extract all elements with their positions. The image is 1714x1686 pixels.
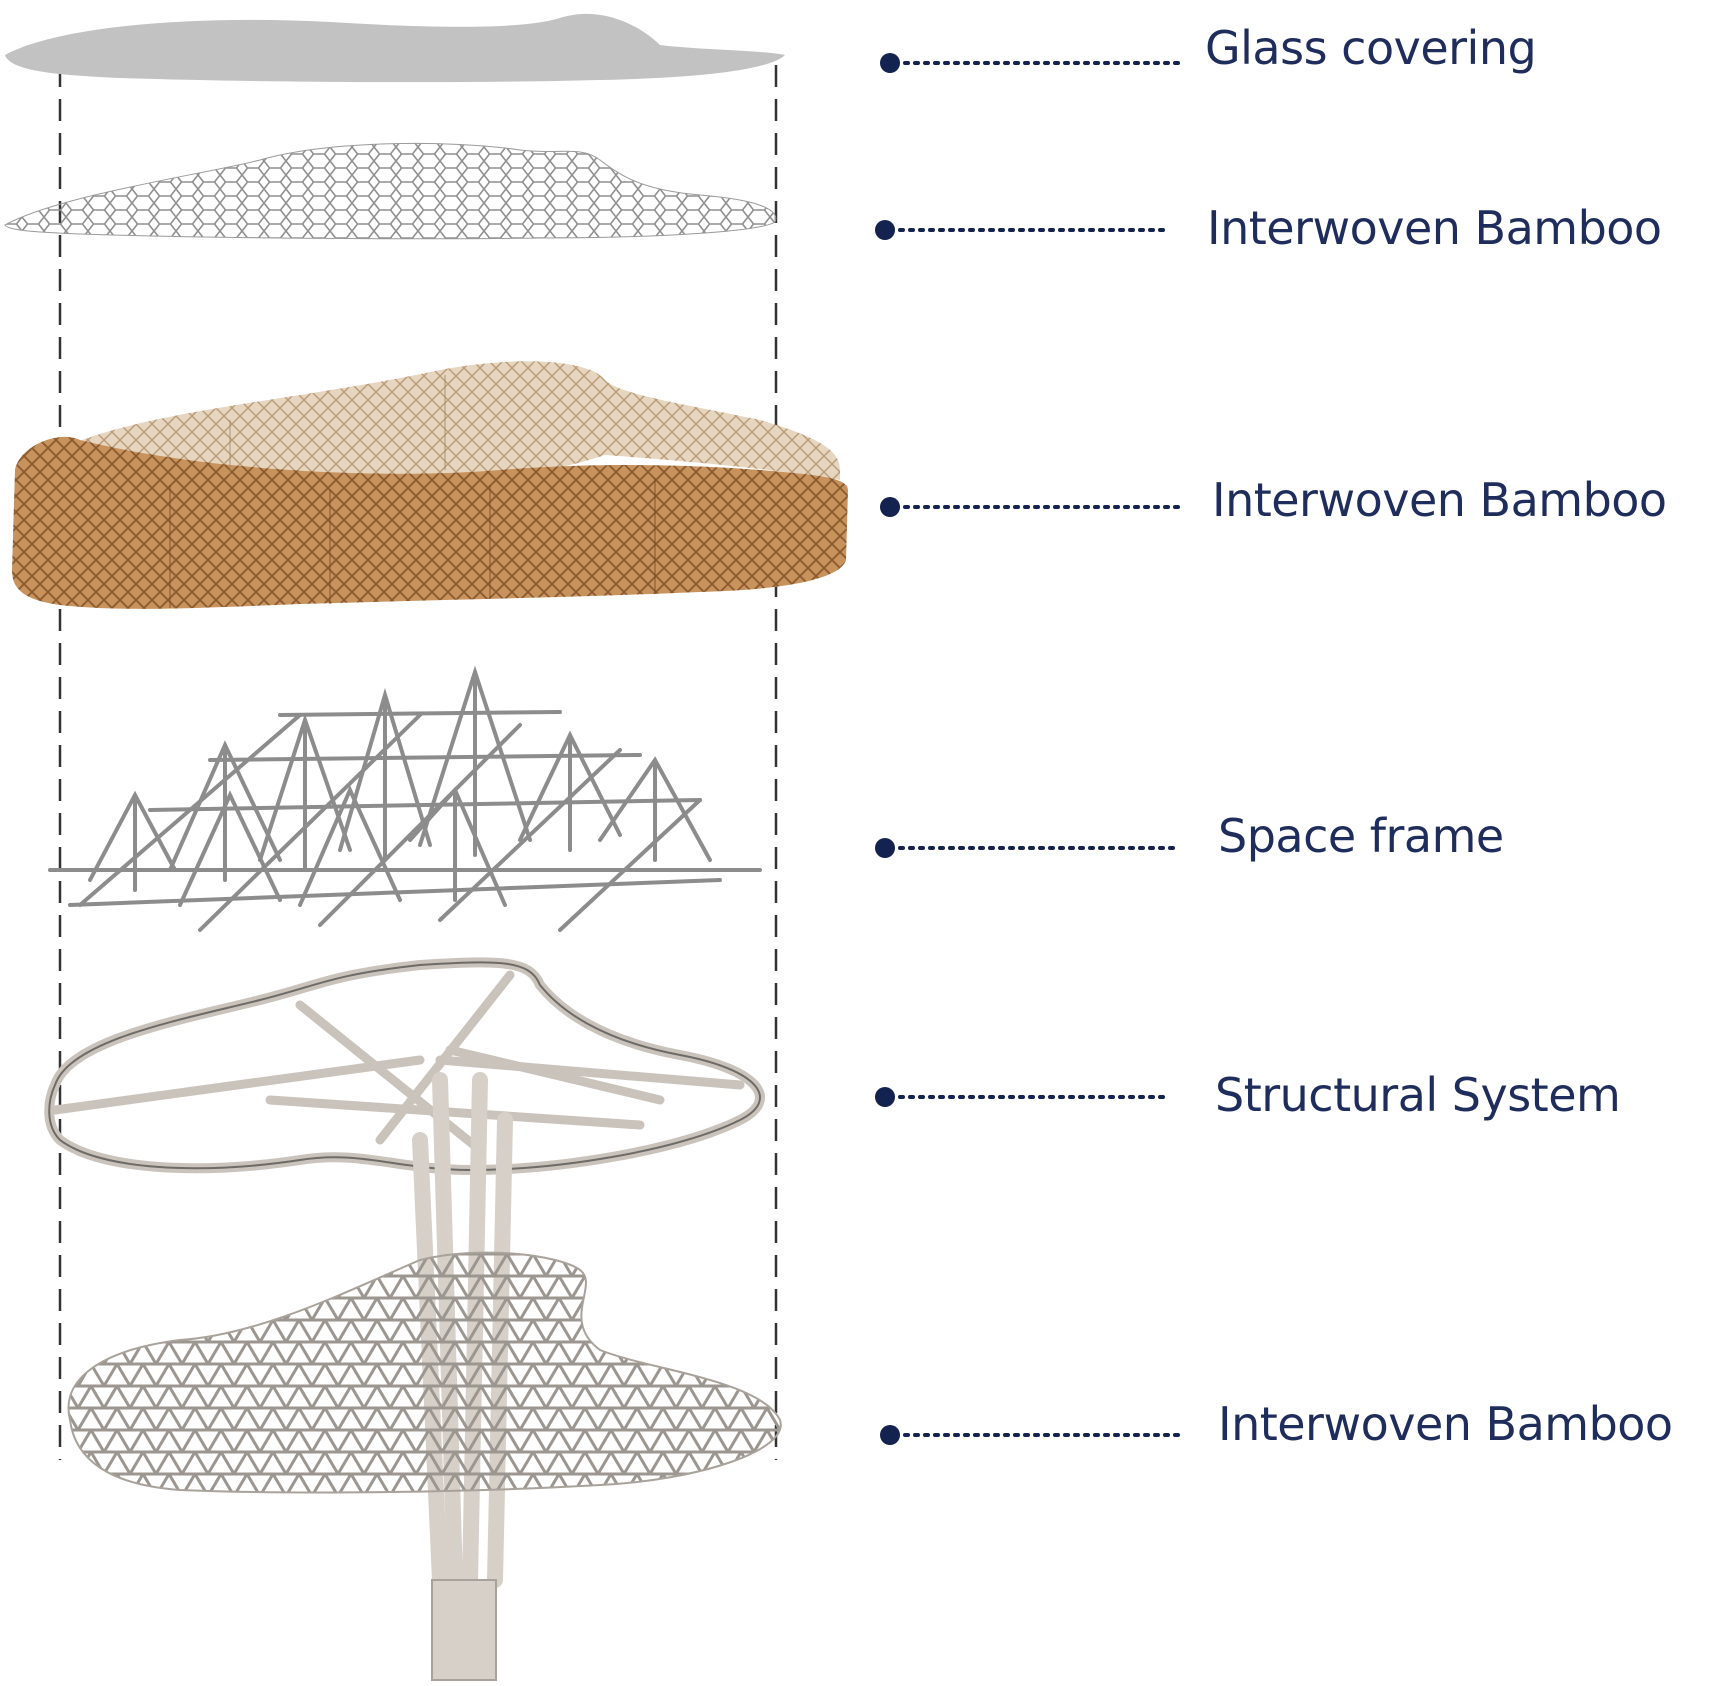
glass-panel-icon [5, 14, 785, 82]
layer-label-glass-covering: Glass covering [1205, 20, 1536, 76]
bamboo-hex-mesh-icon [5, 143, 776, 238]
pyramid-space-frame-icon [50, 672, 760, 930]
layer-label-interwoven-bamboo-mesh: Interwoven Bamboo [1207, 200, 1662, 256]
layer-label-interwoven-bamboo-band: Interwoven Bamboo [1212, 472, 1667, 528]
bamboo-woven-band-icon [12, 361, 848, 609]
layer-label-interwoven-bamboo-floor: Interwoven Bamboo [1218, 1396, 1673, 1452]
layer-label-space-frame: Space frame [1218, 808, 1504, 864]
layer-label-structural-system: Structural System [1215, 1067, 1620, 1123]
bamboo-triangular-mesh-icon [68, 1253, 780, 1493]
